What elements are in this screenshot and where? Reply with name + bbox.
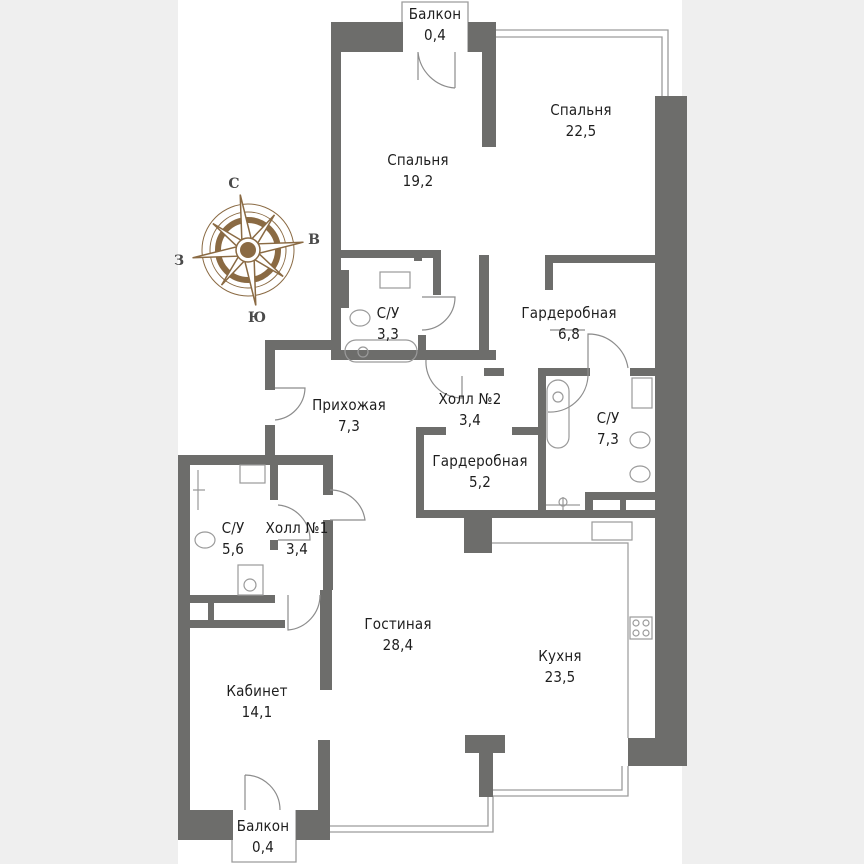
compass-west-label: З	[173, 253, 185, 269]
fixtures	[193, 271, 653, 738]
compass-rose-icon	[192, 194, 304, 306]
compass-south-label: Ю	[247, 310, 267, 326]
compass-east-label: В	[308, 232, 320, 248]
doors	[244, 51, 629, 811]
compass-north-label: С	[228, 176, 240, 192]
walls	[178, 22, 687, 840]
